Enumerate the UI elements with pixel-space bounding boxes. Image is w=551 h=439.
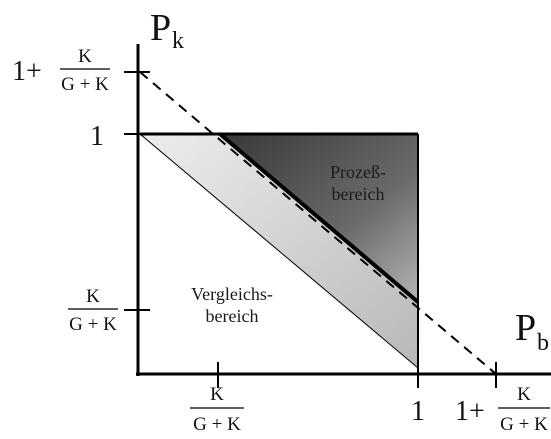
process-region-label-line2: bereich [332, 184, 385, 204]
comparison-diagonal-line [139, 133, 419, 369]
process-region-label-line1: Prozeß- [330, 162, 386, 182]
y-label-one-plus-prefix: 1+ [12, 56, 42, 87]
process-boundary-line [218, 132, 420, 304]
x-label-one-plus-prefix: 1+ [455, 396, 485, 427]
x-label-one-plus-denominator: G + K [500, 414, 548, 435]
y-label-one: 1 [90, 121, 104, 152]
x-axis-subscript: b [537, 330, 549, 356]
x-axis-title: P [515, 307, 536, 349]
y-axis-title: P [150, 7, 171, 49]
y-label-fraction-numerator: K [86, 286, 100, 307]
y-label-one-plus-denominator: G + K [61, 74, 109, 95]
x-label-fraction-denominator: G + K [193, 414, 241, 435]
x-label-one-plus-numerator: K [517, 384, 531, 405]
dashed-limit-line [139, 71, 497, 375]
y-label-fraction-denominator: G + K [69, 314, 117, 335]
comparison-region-label-line1: Vergleichs- [191, 284, 273, 304]
x-label-one: 1 [411, 396, 425, 427]
y-axis-subscript: k [172, 28, 184, 54]
x-label-fraction-numerator: K [210, 384, 224, 405]
comparison-region-label-line2: bereich [206, 306, 259, 326]
y-label-one-plus-numerator: K [78, 46, 92, 67]
